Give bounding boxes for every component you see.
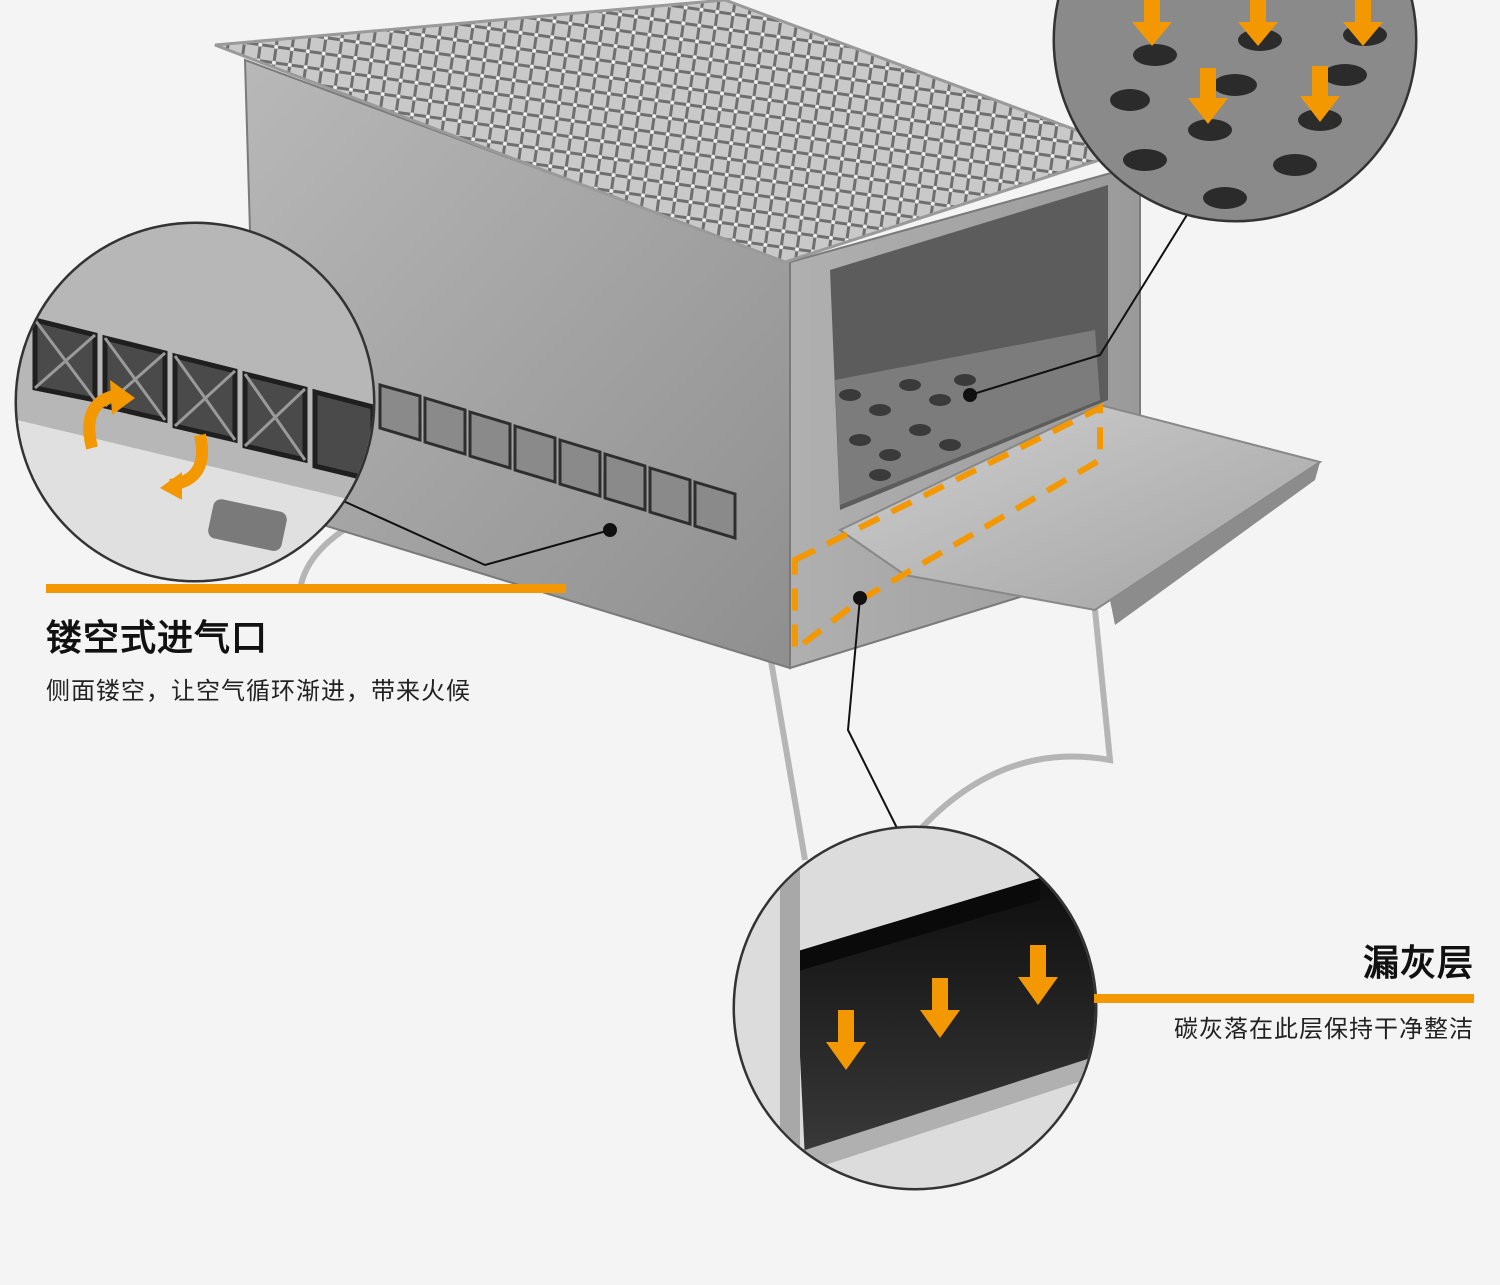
- feature-description: 侧面镂空，让空气循环渐进，带来火候: [46, 676, 471, 705]
- accent-rule: [46, 584, 566, 593]
- vent-holes: [839, 374, 976, 481]
- grill-body: [214, 0, 1141, 670]
- down-arrow-icon: [1132, 0, 1383, 124]
- feature-title: 漏灰层: [1362, 943, 1474, 984]
- zoom-circle-ash-layer: [732, 825, 1098, 1191]
- accent-rule: [1094, 993, 1474, 1003]
- feature-ash-layer: 漏灰层 碳灰落在此层保持干净整洁: [1094, 944, 1474, 1043]
- feature-air-inlet: 镂空式进气口 侧面镂空，让空气循环渐进，带来火候: [46, 584, 566, 705]
- down-arrow-icon: [826, 945, 1058, 1070]
- ash-tray-drawer: [792, 403, 1323, 657]
- zoom-circle-air-inlet: [14, 221, 376, 583]
- side-lattice-vents: [378, 383, 737, 541]
- feature-title: 镂空式进气口: [46, 618, 269, 659]
- feature-description: 碳灰落在此层保持干净整洁: [1174, 1014, 1474, 1043]
- leader-lines: [329, 209, 1191, 831]
